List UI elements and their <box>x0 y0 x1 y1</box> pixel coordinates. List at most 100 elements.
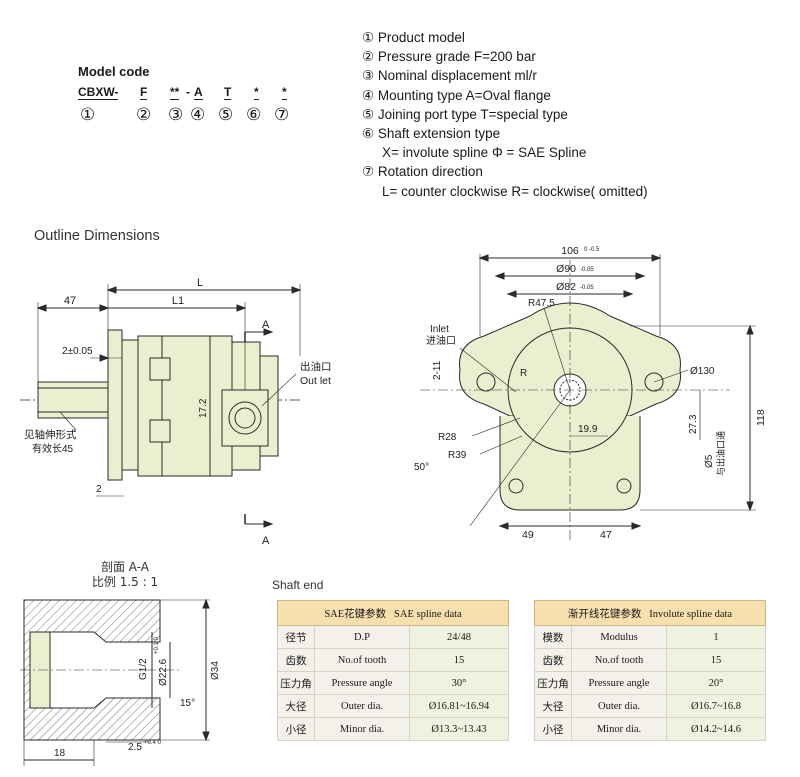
dim-27-3: 27.3 <box>688 414 699 434</box>
involute-spline-table: 渐开线花键参数 Involute spline data 模数 Modulus … <box>534 600 766 741</box>
dim-17-2: 17.2 <box>198 398 209 418</box>
legend-item-port: ⑤ Joining port type T=special type <box>362 106 568 122</box>
sae-row-en: Outer dia. <box>314 694 410 718</box>
dim-82: Ø82 <box>556 281 576 293</box>
involute-row-en: No.of tooth <box>571 648 667 672</box>
legend-item-product: ① Product model <box>362 30 465 45</box>
table-row: 齿数 No.of tooth 15 <box>277 648 509 672</box>
code-num-4: ④ <box>190 105 206 125</box>
r28: R28 <box>438 432 457 443</box>
sae-row-value: 30° <box>409 671 509 695</box>
angle-15: 15° <box>180 698 195 709</box>
outline-dimensions-title: Outline Dimensions <box>34 228 160 244</box>
involute-row-value: Ø14.2~14.6 <box>666 717 766 741</box>
angle-50: 50° <box>414 462 429 473</box>
sae-spline-table: SAE花键参数 SAE spline data 径节 D.P 24/48 齿数 … <box>277 600 509 741</box>
dim-d5: Ø5 <box>704 454 715 468</box>
side-port-note: 与出油口通 <box>715 431 726 476</box>
sae-row-value: 15 <box>409 648 509 672</box>
outlet-label-cn: 出油口 <box>300 360 332 373</box>
r47-5: R47.5 <box>528 298 555 309</box>
dim-47-side: 47 <box>64 295 76 307</box>
code-num-2: ② <box>136 105 152 125</box>
dim-d22-6: Ø22.6 <box>158 658 169 686</box>
dim-82-tol: -0.05 <box>580 285 594 291</box>
table-row: 径节 D.P 24/48 <box>277 625 509 649</box>
section-title-line2: 比例 1.5 : 1 <box>91 575 159 589</box>
table-row: 压力角 Pressure angle 20° <box>534 671 766 695</box>
involute-table-header: 渐开线花键参数 Involute spline data <box>534 600 766 626</box>
code-num-1: ① <box>80 105 96 125</box>
involute-row-cn: 压力角 <box>534 671 572 695</box>
inlet-label-en: Inlet <box>430 324 449 335</box>
model-code-legend: ① Product model ② Pressure grade F=200 b… <box>362 28 648 201</box>
code-part-rotation: * <box>282 85 287 100</box>
involute-row-value: 20° <box>666 671 766 695</box>
dim-18: 18 <box>54 748 66 759</box>
sae-row-cn: 齿数 <box>277 648 315 672</box>
involute-row-cn: 齿数 <box>534 648 572 672</box>
section-a-bottom: A <box>262 535 270 547</box>
sae-row-cn: 大径 <box>277 694 315 718</box>
dim-2-11: 2-11 <box>432 360 443 380</box>
table-row: 大径 Outer dia. Ø16.7~16.8 <box>534 694 766 718</box>
sae-row-en: Pressure angle <box>314 671 410 695</box>
sae-header-cn: SAE花键参数 <box>324 608 387 620</box>
code-part-shaft: * <box>254 85 259 100</box>
code-part-port: T <box>224 85 232 100</box>
section-aa-view: G1/2 Ø22.6 +0.1 0 Ø34 15° 2.5 +0.4 0 18 <box>20 598 221 766</box>
involute-row-value: Ø16.7~16.8 <box>666 694 766 718</box>
model-code-title: Model code <box>78 64 150 79</box>
table-row: 大径 Outer dia. Ø16.81~16.94 <box>277 694 509 718</box>
involute-row-cn: 小径 <box>534 717 572 741</box>
sae-row-en: D.P <box>314 625 410 649</box>
legend-item-displacement: ③ Nominal displacement ml/r <box>362 68 537 84</box>
sae-row-value: Ø13.3~13.43 <box>409 717 509 741</box>
dim-47-front: 47 <box>600 529 612 540</box>
legend-item-shaft-detail: X= involute spline Φ = SAE Spline <box>382 145 587 161</box>
dim-d22-6-tol: +0.1 0 <box>154 636 160 654</box>
sae-row-en: Minor dia. <box>314 717 410 741</box>
code-part-dash: - <box>186 85 190 99</box>
g12-thread: G1/2 <box>138 658 149 680</box>
r-label: R <box>520 368 527 379</box>
table-row: 小径 Minor dia. Ø13.3~13.43 <box>277 717 509 741</box>
dim-l1: L1 <box>172 295 184 307</box>
sae-table-header: SAE花键参数 SAE spline data <box>277 600 509 626</box>
involute-row-en: Outer dia. <box>571 694 667 718</box>
inlet-label-cn: 进油口 <box>426 334 456 347</box>
code-num-6: ⑥ <box>246 105 262 125</box>
dim-90: Ø90 <box>556 263 576 275</box>
code-num-3: ③ <box>168 105 184 125</box>
dim-2-bottom: 2 <box>96 484 102 495</box>
involute-header-en: Involute spline data <box>649 608 733 620</box>
dim-118: 118 <box>755 409 767 426</box>
sae-row-cn: 径节 <box>277 625 315 649</box>
dim-2-5: 2.5 <box>128 742 142 753</box>
code-num-7: ⑦ <box>274 105 290 125</box>
legend-item-rotation-detail: L= counter clockwise R= clockwise( omitt… <box>382 183 648 199</box>
sae-header-en: SAE spline data <box>394 608 462 620</box>
table-row: 模数 Modulus 1 <box>534 625 766 649</box>
code-num-5: ⑤ <box>218 105 234 125</box>
involute-row-value: 15 <box>666 648 766 672</box>
involute-row-en: Pressure angle <box>571 671 667 695</box>
sae-row-en: No.of tooth <box>314 648 410 672</box>
involute-row-value: 1 <box>666 625 766 649</box>
dim-106-tol: 0 -0.5 <box>584 247 600 253</box>
dim-2-5-tol: +0.4 0 <box>144 740 162 746</box>
legend-item-pressure: ② Pressure grade F=200 bar <box>362 49 536 65</box>
involute-row-cn: 模数 <box>534 625 572 649</box>
involute-header-cn: 渐开线花键参数 <box>567 608 642 620</box>
sae-row-cn: 小径 <box>277 717 315 741</box>
legend-item-shaft: ⑥ Shaft extension type <box>362 126 501 142</box>
involute-row-en: Modulus <box>571 625 667 649</box>
code-part-product: CBXW- <box>78 85 119 100</box>
legend-item-rotation: ⑦ Rotation direction <box>362 164 483 180</box>
sae-row-value: 24/48 <box>409 625 509 649</box>
dim-2-tol: 2±0.05 <box>62 346 93 357</box>
involute-row-cn: 大径 <box>534 694 572 718</box>
legend-item-mounting: ④ Mounting type A=Oval flange <box>362 87 551 103</box>
dim-49: 49 <box>522 529 534 540</box>
sae-row-value: Ø16.81~16.94 <box>409 694 509 718</box>
